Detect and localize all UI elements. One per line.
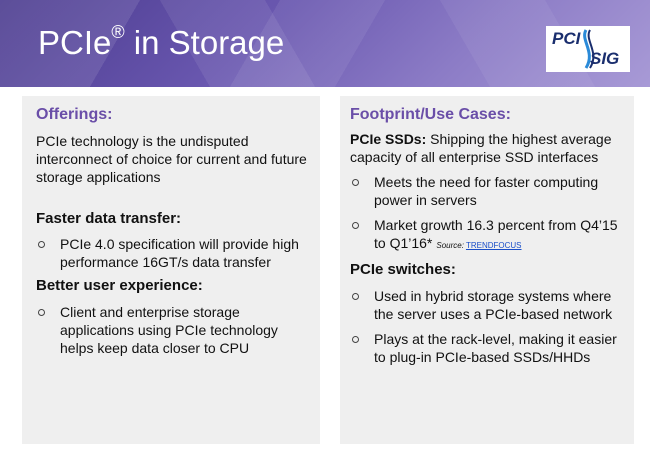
bullet-icon: [352, 179, 359, 186]
logo-swoosh-icon: [583, 29, 595, 69]
switches-heading: PCIe switches:: [350, 261, 456, 278]
list-item: PCIe 4.0 specification will provide high…: [36, 235, 308, 271]
trendfocus-link[interactable]: TRENDFOCUS: [465, 241, 522, 250]
faster-transfer-heading: Faster data transfer:: [36, 210, 182, 227]
logo-text-pci: PCI: [552, 29, 581, 48]
footprint-panel: Footprint/Use Cases: PCIe SSDs: Shipping…: [340, 96, 634, 444]
logo-text-sig: SIG: [590, 49, 620, 68]
list-item: Client and enterprise storage applicatio…: [36, 303, 311, 357]
pci-sig-logo: PCI SIG: [546, 26, 630, 72]
slide-title: PCIe® in Storage: [38, 22, 285, 61]
faster-transfer-list: PCIe 4.0 specification will provide high…: [36, 235, 308, 271]
bullet-icon: [352, 293, 359, 300]
offerings-intro: PCIe technology is the undisputed interc…: [36, 133, 307, 185]
ssd-list: Meets the need for faster computing powe…: [350, 173, 628, 255]
footprint-heading: Footprint/Use Cases:: [350, 106, 511, 123]
bullet-icon: [38, 309, 45, 316]
ssd-paragraph: PCIe SSDs: Shipping the highest average …: [350, 131, 612, 165]
slide-header: PCIe® in Storage PCI SIG: [0, 0, 650, 87]
list-item: Plays at the rack-level, making it easie…: [350, 330, 618, 366]
bullet-icon: [352, 336, 359, 343]
better-experience-heading: Better user experience:: [36, 277, 203, 294]
list-item: Market growth 16.3 percent from Q4’15 to…: [350, 216, 628, 255]
offerings-heading: Offerings:: [36, 106, 113, 123]
better-experience-list: Client and enterprise storage applicatio…: [36, 303, 311, 357]
source-label: Source:: [436, 241, 464, 250]
bullet-icon: [352, 222, 359, 229]
list-item: Used in hybrid storage systems where the…: [350, 287, 618, 323]
bullet-icon: [38, 241, 45, 248]
offerings-panel: Offerings: PCIe technology is the undisp…: [22, 96, 320, 444]
list-item: Meets the need for faster computing powe…: [350, 173, 628, 209]
switches-list: Used in hybrid storage systems where the…: [350, 287, 618, 366]
